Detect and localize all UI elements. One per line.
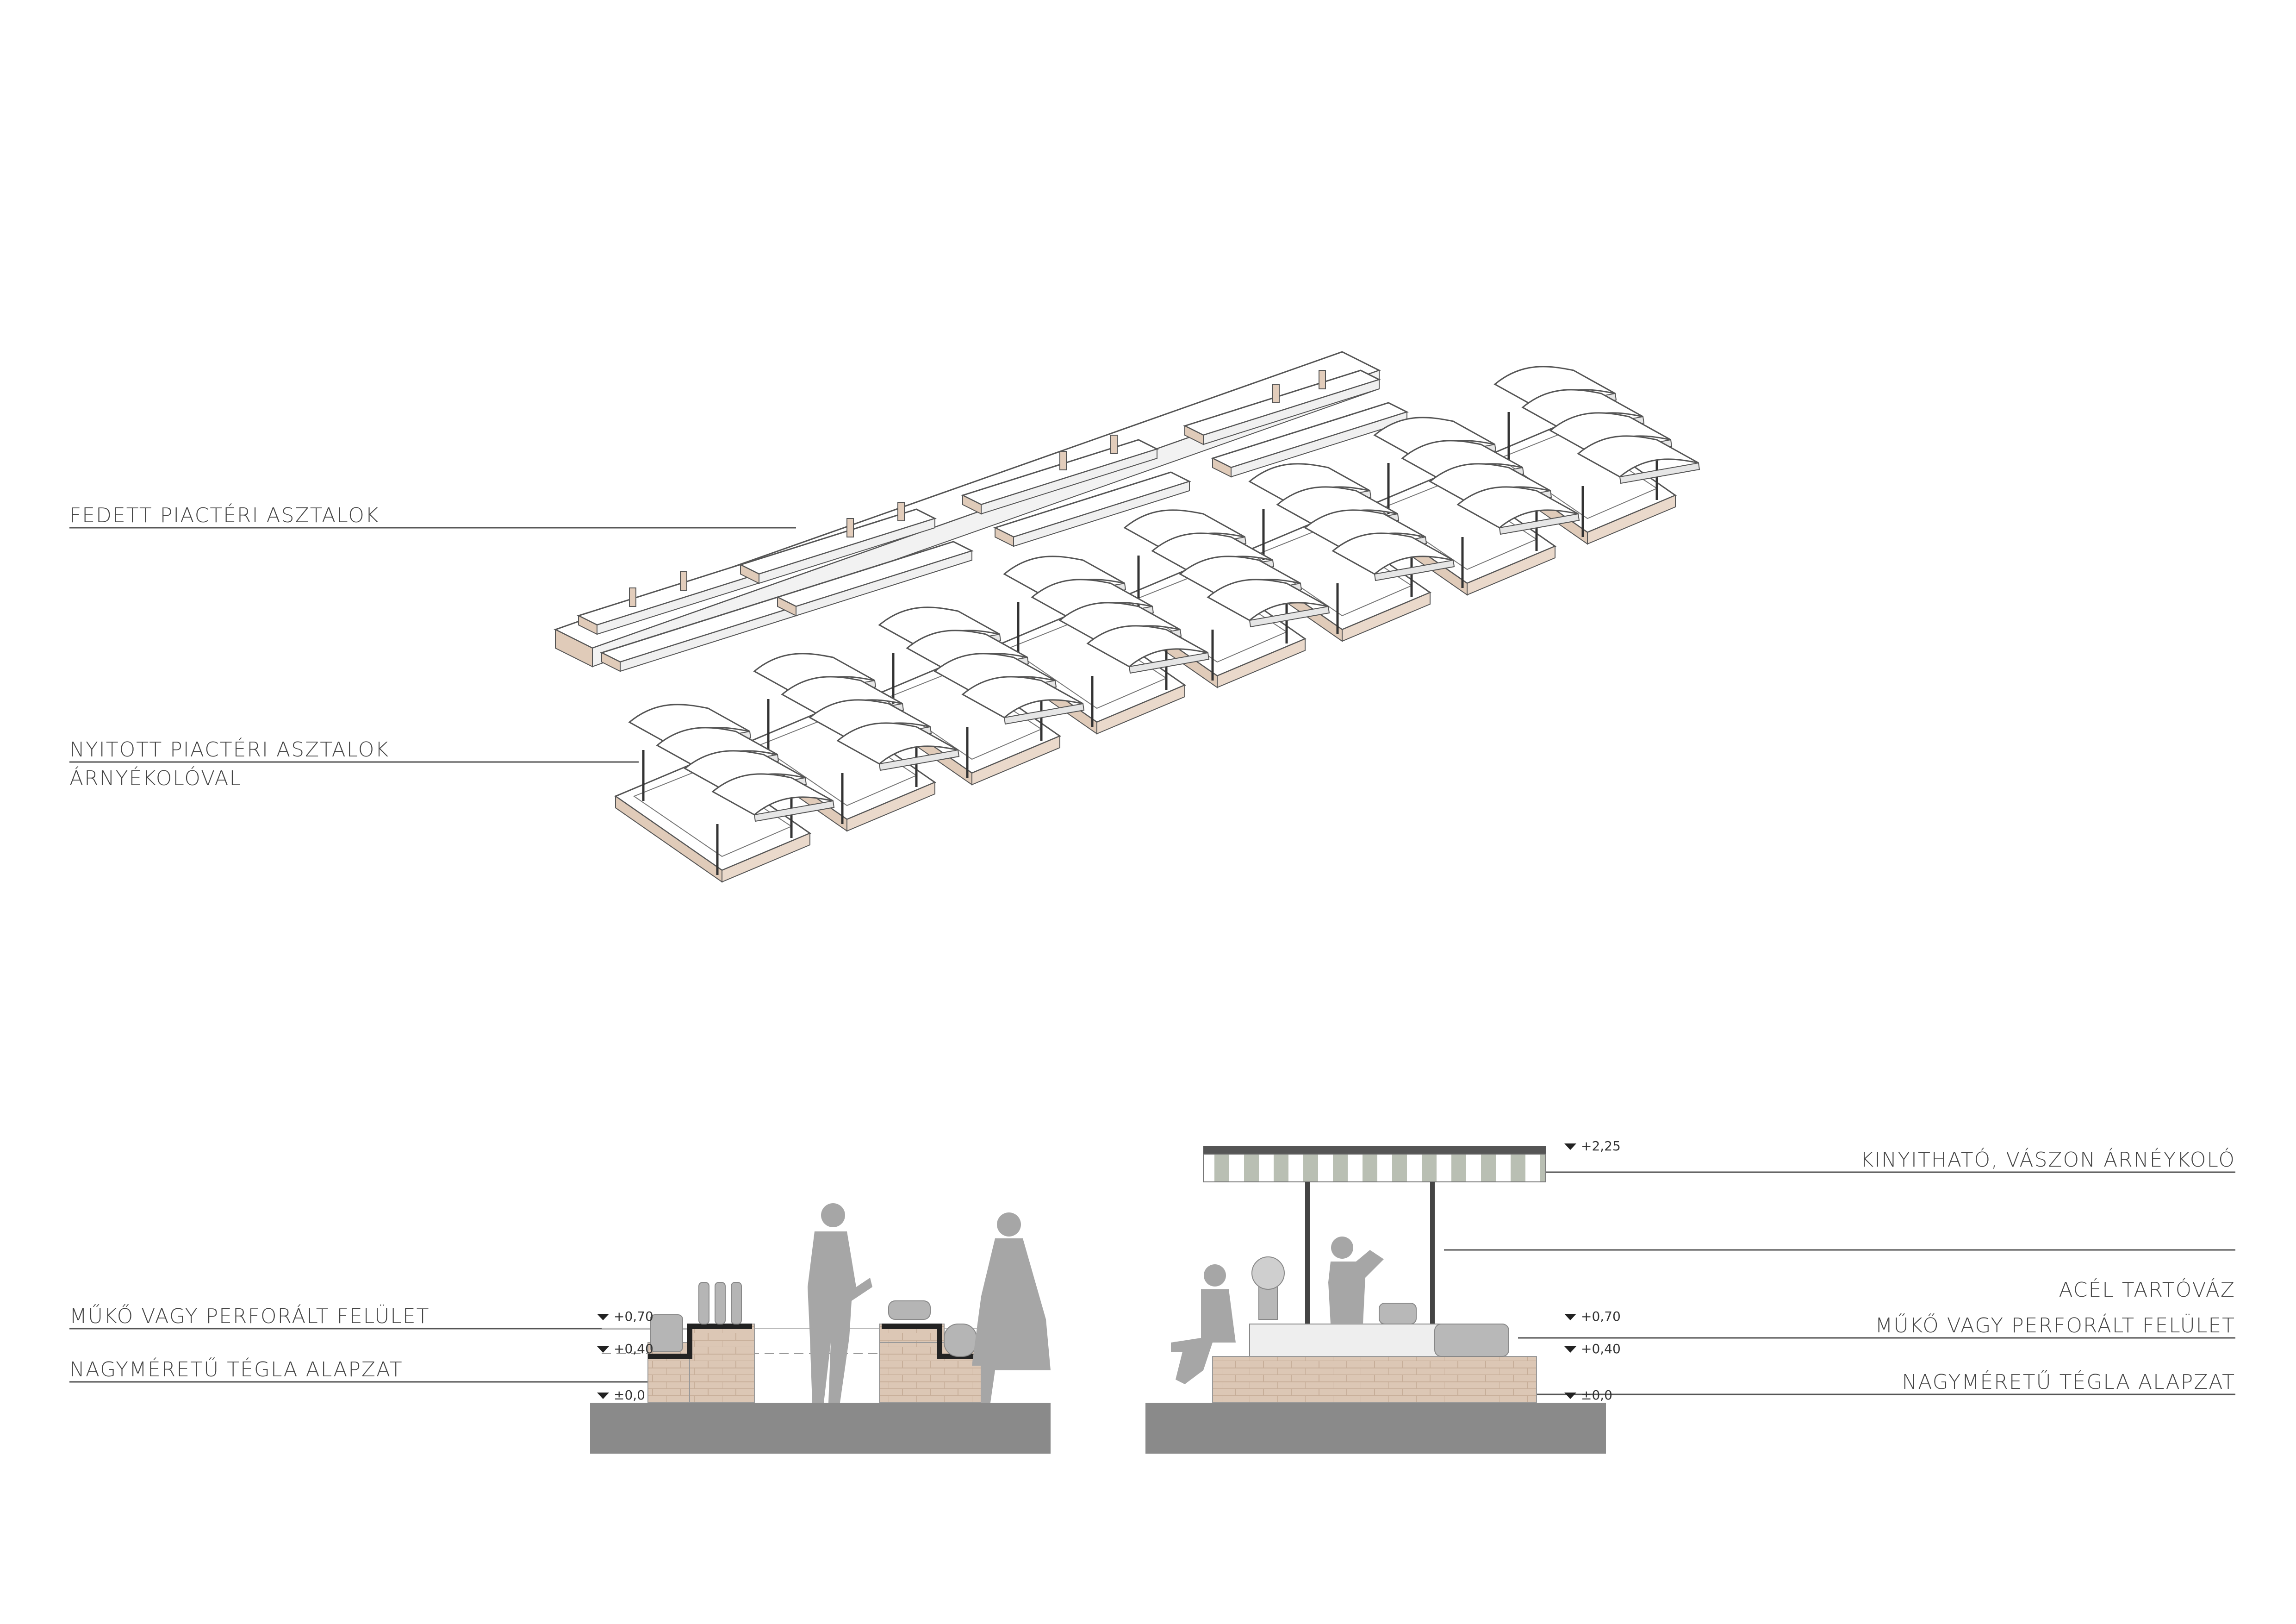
section-open-table xyxy=(1145,1143,1606,1454)
level-right-ground: ±0,0 xyxy=(1581,1387,1612,1403)
leader-lines xyxy=(69,527,2235,1395)
level-right-mid: +0,40 xyxy=(1581,1341,1621,1356)
label-right-base: NAGYMÉRETŰ TÉGLA ALAPZAT xyxy=(1902,1370,2235,1394)
covered-market-tables xyxy=(554,351,1408,672)
label-left-surface: MŰKŐ VAGY PERFORÁLT FELÜLET xyxy=(69,1305,430,1328)
label-open-tables-line1: NYITOTT PIACTÉRI ASZTALOK xyxy=(69,738,390,762)
level-left-ground: ±0,0 xyxy=(614,1387,645,1403)
level-right-top: +0,70 xyxy=(1581,1309,1621,1324)
label-right-frame: ACÉL TARTÓVÁZ xyxy=(2059,1278,2235,1302)
label-right-awning: KINYITHATÓ, VÁSZON ÁRNÉYKOLÓ xyxy=(1860,1148,2235,1172)
level-left-top: +0,70 xyxy=(614,1309,653,1324)
label-right-surface: MŰKŐ VAGY PERFORÁLT FELÜLET xyxy=(1875,1314,2235,1337)
label-open-tables-line2: ÁRNYÉKOLÓVAL xyxy=(69,767,242,790)
section-covered-table xyxy=(590,1203,1051,1454)
level-right-awning: +2,25 xyxy=(1581,1138,1621,1154)
label-left-base: NAGYMÉRETŰ TÉGLA ALAPZAT xyxy=(69,1358,403,1381)
label-covered-tables: FEDETT PIACTÉRI ASZTALOK xyxy=(69,504,380,527)
level-left-mid: +0,40 xyxy=(614,1341,653,1356)
